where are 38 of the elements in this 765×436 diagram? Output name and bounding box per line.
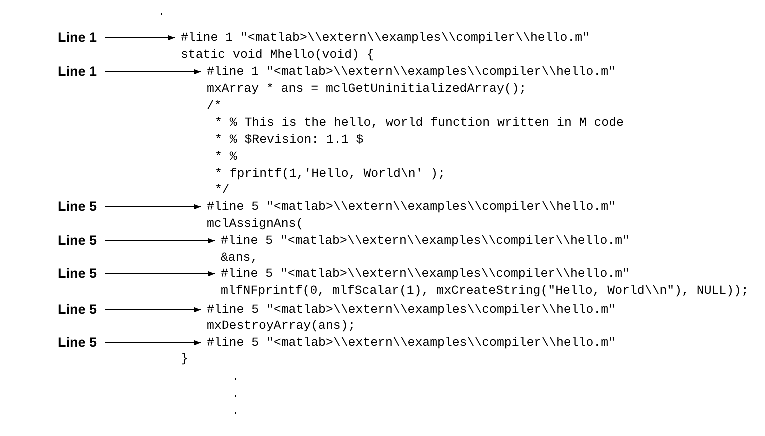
code-line: } — [181, 351, 188, 367]
code-line: * % This is the hello, world function written in M code — [215, 115, 624, 131]
line-number-label: Line 5 — [58, 335, 106, 351]
code-line: mlfNFprintf(0, mlfScalar(1), mxCreateString("Hello, World\\n"), NULL)); — [221, 283, 749, 299]
arrow — [104, 307, 202, 313]
arrow — [104, 69, 202, 75]
code-line: . — [232, 386, 240, 402]
line-number-label: Line 5 — [58, 266, 106, 282]
code-line: #line 1 "<matlab>\\extern\\examples\\compiler\\hello.m" — [156, 64, 616, 80]
code-line: . — [232, 403, 240, 419]
code-line: #line 5 "<matlab>\\extern\\examples\\compiler\\hello.m" — [156, 199, 616, 215]
arrow — [104, 35, 176, 41]
code-line: mclAssignAns( — [207, 216, 304, 232]
code-line: &ans, — [221, 250, 258, 266]
line-number-label: Line 5 — [58, 199, 106, 215]
code-line: */ — [215, 182, 230, 198]
arrow — [104, 271, 216, 277]
code-line: #line 5 "<matlab>\\extern\\examples\\compiler\\hello.m" — [156, 302, 616, 318]
code-line: #line 5 "<matlab>\\extern\\examples\\compiler\\hello.m" — [156, 335, 616, 351]
code-line: . — [232, 369, 240, 385]
code-line: mxArray * ans = mclGetUninitializedArray(); — [207, 81, 527, 97]
line-number-label: Line 5 — [58, 233, 106, 249]
code-line: #line 1 "<matlab>\\extern\\examples\\compiler\\hello.m" — [156, 30, 590, 46]
line-number-label: Line 5 — [58, 302, 106, 318]
line-number-label: Line 1 — [58, 30, 106, 46]
line-number-label: Line 1 — [58, 64, 106, 80]
code-line: * fprintf(1,'Hello, World\n' ); — [215, 166, 446, 182]
code-line: mxDestroyArray(ans); — [207, 318, 356, 334]
code-line: #line 5 "<matlab>\\extern\\examples\\compiler\\hello.m" — [156, 233, 630, 249]
arrow — [104, 238, 216, 244]
arrow — [104, 204, 202, 210]
code-line: static void Mhello(void) { — [181, 47, 374, 63]
code-line: #line 5 "<matlab>\\extern\\examples\\compiler\\hello.m" — [156, 266, 630, 282]
code-line: * % — [215, 149, 238, 165]
code-line: . — [158, 4, 166, 20]
code-line: /* — [207, 98, 222, 114]
arrow — [104, 340, 202, 346]
code-line: * % $Revision: 1.1 $ — [215, 132, 364, 148]
